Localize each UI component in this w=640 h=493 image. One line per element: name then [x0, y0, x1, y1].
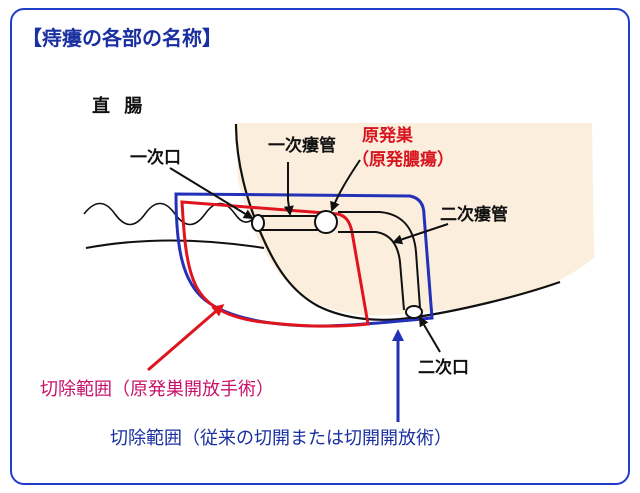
label-excision-conventional: 切除範囲（従来の切開または切開開放術）	[110, 428, 452, 449]
label-primary-abscess: （原発膿瘍）	[352, 150, 454, 170]
label-primary-nest: 原発巣	[362, 126, 413, 146]
label-secondary-opening: 二次口	[418, 358, 469, 378]
primary-opening-arrow	[169, 167, 254, 220]
rectal-wall-line	[85, 239, 265, 249]
primary-opening	[251, 214, 265, 232]
excision-boundary-nest	[180, 200, 370, 328]
secondary-opening-arrow	[418, 316, 441, 353]
perianal-tissue	[236, 123, 594, 316]
secondary-tract-arrow	[392, 223, 449, 245]
secondary-opening	[405, 305, 423, 319]
label-primary-opening: 一次口	[130, 148, 181, 168]
label-secondary-tract: 二次瘻管	[440, 205, 508, 225]
anal-canal-contour	[234, 123, 561, 321]
page-title: 【痔瘻の各部の名称】	[22, 26, 222, 50]
label-primary-tract: 一次瘻管	[268, 136, 336, 156]
primary-tract-arrow	[283, 162, 294, 216]
label-rectum: 直 腸	[92, 96, 147, 117]
primary-nest	[314, 210, 338, 234]
excision-nest-arrow	[147, 304, 225, 372]
primary-fistula-tract	[258, 215, 318, 231]
label-excision-nest: 切除範囲（原発巣開放手術）	[40, 379, 274, 400]
nest-arrow	[330, 159, 361, 212]
